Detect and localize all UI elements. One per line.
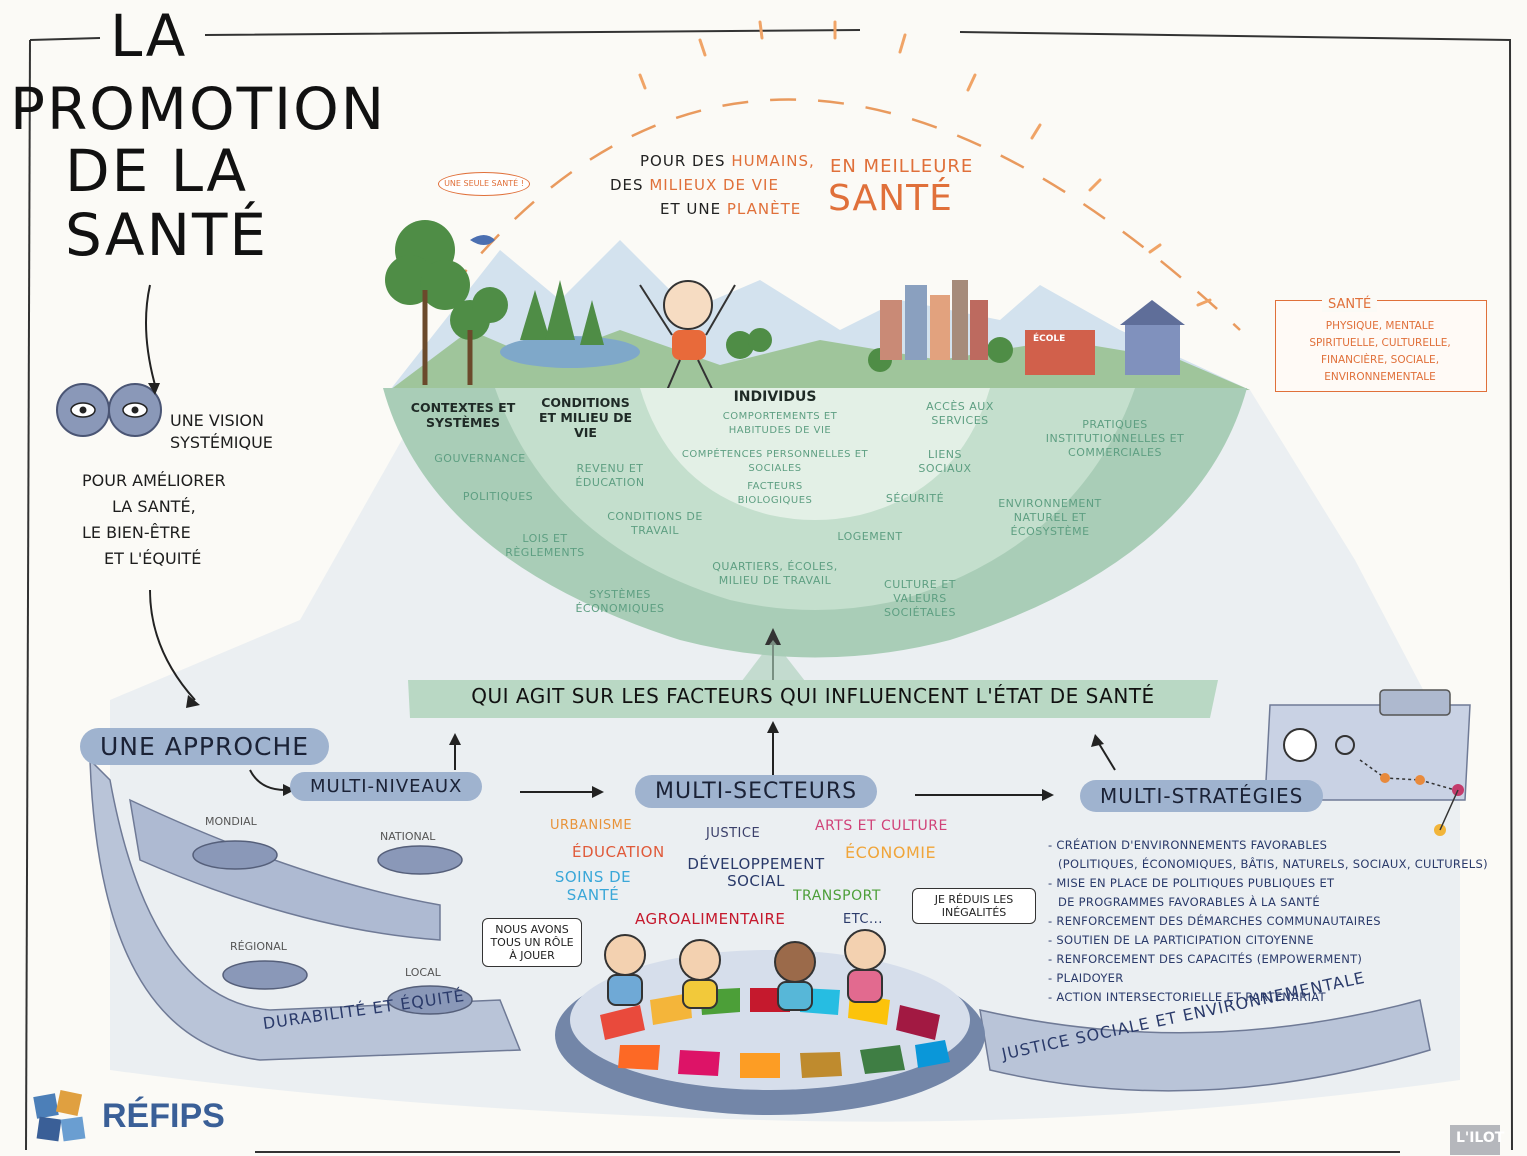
multi-niveaux-pill: MULTI-NIVEAUX bbox=[290, 772, 483, 801]
bird-speech-bubble: UNE SEULE SANTÉ ! bbox=[438, 172, 530, 196]
banner-en-meilleure: EN MEILLEURE bbox=[830, 156, 974, 177]
bowl-conditions-title: CONDITIONS ET MILIEU DE VIE bbox=[538, 395, 633, 440]
speech-bubble-role: NOUS AVONS TOUS UN RÔLE À JOUER bbox=[482, 918, 582, 967]
sector-urbanisme: URBANISME bbox=[550, 818, 633, 833]
title-line-4: SANTÉ bbox=[65, 201, 269, 269]
sector-developpement: DÉVELOPPEMENT SOCIAL bbox=[687, 855, 825, 890]
bowl-item-competences: COMPÉTENCES PERSONNELLES ET SOCIALES bbox=[681, 449, 869, 474]
multi-strategies-pill: MULTI-STRATÉGIES bbox=[1080, 780, 1324, 812]
goal-line-4: ET L'ÉQUITÉ bbox=[104, 549, 202, 568]
goal-line-3: LE BIEN-ÊTRE bbox=[82, 523, 191, 542]
title-line-3: DE LA bbox=[65, 137, 249, 205]
goal-line-2: LA SANTÉ, bbox=[112, 497, 196, 516]
level-mondial: MONDIAL bbox=[205, 815, 257, 828]
bowl-item-systemes: SYSTÈMES ÉCONOMIQUES bbox=[575, 588, 665, 615]
strategy-item: - RENFORCEMENT DES DÉMARCHES COMMUNAUTAI… bbox=[1048, 914, 1381, 928]
bowl-item-culture: CULTURE ET VALEURS SOCIÉTALES bbox=[884, 578, 956, 619]
banner-line-1: POUR DES HUMAINS, bbox=[640, 152, 815, 170]
bowl-item-liens: LIENS SOCIAUX bbox=[918, 448, 972, 475]
title-line-2: PROMOTION bbox=[10, 75, 387, 143]
sante-box-line: FINANCIÈRE, SOCIALE, bbox=[1320, 354, 1440, 366]
bowl-item-facteurs: FACTEURS BIOLOGIQUES bbox=[737, 481, 813, 506]
banner-text: ET UNE bbox=[660, 200, 722, 218]
level-national: NATIONAL bbox=[380, 830, 436, 843]
banner-highlight: MILIEUX DE VIE bbox=[649, 176, 779, 194]
strategy-item: - MISE EN PLACE DE POLITIQUES PUBLIQUES … bbox=[1048, 876, 1335, 890]
banner-line-3: ET UNE PLANÈTE bbox=[660, 200, 801, 218]
bowl-item-revenu: REVENU ET ÉDUCATION bbox=[575, 462, 645, 489]
speech-bubble-inegalites: JE RÉDUIS LES INÉGALITÉS bbox=[912, 888, 1036, 924]
bowl-item-securite: SÉCURITÉ bbox=[885, 492, 945, 505]
bowl-item-acces: ACCÈS AUX SERVICES bbox=[926, 400, 994, 427]
sector-economie: ÉCONOMIE bbox=[845, 843, 937, 862]
strategy-item: - CRÉATION D'ENVIRONNEMENTS FAVORABLES bbox=[1048, 838, 1328, 852]
bowl-item-pratiques: PRATIQUES INSTITUTIONNELLES ET COMMERCIA… bbox=[1045, 418, 1185, 459]
title-line-1: LA bbox=[110, 2, 188, 70]
multi-secteurs-pill: MULTI-SECTEURS bbox=[635, 775, 878, 808]
banner-line-2: DES MILIEUX DE VIE bbox=[610, 176, 779, 194]
sante-box bbox=[1275, 300, 1487, 392]
action-banner: QUI AGIT SUR LES FACTEURS QUI INFLUENCEN… bbox=[471, 684, 1155, 708]
bowl-item-gouvernance: GOUVERNANCE bbox=[434, 452, 526, 465]
bowl-individus-title: INDIVIDUS bbox=[733, 389, 817, 405]
sector-justice: JUSTICE bbox=[706, 826, 761, 841]
strategies-list: - CRÉATION D'ENVIRONNEMENTS FAVORABLES (… bbox=[1048, 836, 1488, 1007]
sante-box-title: SANTÉ bbox=[1322, 297, 1378, 312]
bowl-item-lois: LOIS ET RÈGLEMENTS bbox=[505, 532, 585, 559]
refips-logo-text: RÉFIPS bbox=[102, 1097, 225, 1135]
sector-transport: TRANSPORT bbox=[793, 888, 881, 904]
bowl-item-comportements: COMPORTEMENTS ET HABITUDES DE VIE bbox=[722, 411, 838, 436]
banner-sante: SANTÉ bbox=[828, 178, 953, 219]
school-sign: ÉCOLE bbox=[1033, 334, 1066, 344]
level-local: LOCAL bbox=[405, 966, 441, 979]
vision-label: UNE VISION SYSTÉMIQUE bbox=[170, 411, 273, 452]
bowl-contextes-title: CONTEXTES ET SYSTÈMES bbox=[410, 400, 516, 430]
strategy-item: DE PROGRAMMES FAVORABLES À LA SANTÉ bbox=[1058, 895, 1320, 909]
strategy-item: - SOUTIEN DE LA PARTICIPATION CITOYENNE bbox=[1048, 933, 1314, 947]
banner-text: DES bbox=[610, 176, 644, 194]
bowl-item-environnement: ENVIRONNEMENT NATUREL ET ÉCOSYSTÈME bbox=[998, 497, 1102, 538]
sector-arts: ARTS ET CULTURE bbox=[815, 818, 948, 834]
sector-etc: ETC... bbox=[843, 912, 883, 927]
sante-box-line: PHYSIQUE, MENTALE bbox=[1325, 320, 1435, 332]
goal-line-1: POUR AMÉLIORER bbox=[82, 471, 226, 490]
banner-text: POUR DES bbox=[640, 152, 726, 170]
strategy-item: (POLITIQUES, ÉCONOMIQUES, BÂTIS, NATUREL… bbox=[1058, 857, 1488, 871]
sante-box-line: SPIRITUELLE, CULTURELLE, bbox=[1309, 337, 1451, 349]
ilot-logo-text: L'ILOT bbox=[1456, 1130, 1505, 1146]
sector-education: ÉDUCATION bbox=[572, 843, 665, 861]
bowl-item-conditions-travail: CONDITIONS DE TRAVAIL bbox=[607, 510, 703, 537]
bowl-item-politiques: POLITIQUES bbox=[462, 490, 534, 503]
level-regional: RÉGIONAL bbox=[230, 940, 287, 953]
strategy-item: - ACTION INTERSECTORIELLE ET PARTENARIAT bbox=[1048, 990, 1326, 1004]
sante-box-lines: PHYSIQUE, MENTALE SPIRITUELLE, CULTURELL… bbox=[1280, 318, 1480, 386]
strategy-item: - RENFORCEMENT DES CAPACITÉS (EMPOWERMEN… bbox=[1048, 952, 1363, 966]
sector-soins: SOINS DE SANTÉ bbox=[554, 868, 632, 904]
bowl-item-quartiers: QUARTIERS, ÉCOLES, MILIEU DE TRAVAIL bbox=[712, 560, 838, 587]
banner-highlight: PLANÈTE bbox=[726, 200, 802, 218]
sante-box-line: ENVIRONNEMENTALE bbox=[1324, 371, 1436, 383]
sector-agro: AGROALIMENTAIRE bbox=[635, 910, 786, 928]
bowl-item-logement: LOGEMENT bbox=[837, 530, 903, 543]
banner-highlight: HUMAINS, bbox=[731, 152, 815, 170]
approche-pill: UNE APPROCHE bbox=[80, 728, 330, 765]
strategy-item: - PLAIDOYER bbox=[1048, 971, 1124, 985]
